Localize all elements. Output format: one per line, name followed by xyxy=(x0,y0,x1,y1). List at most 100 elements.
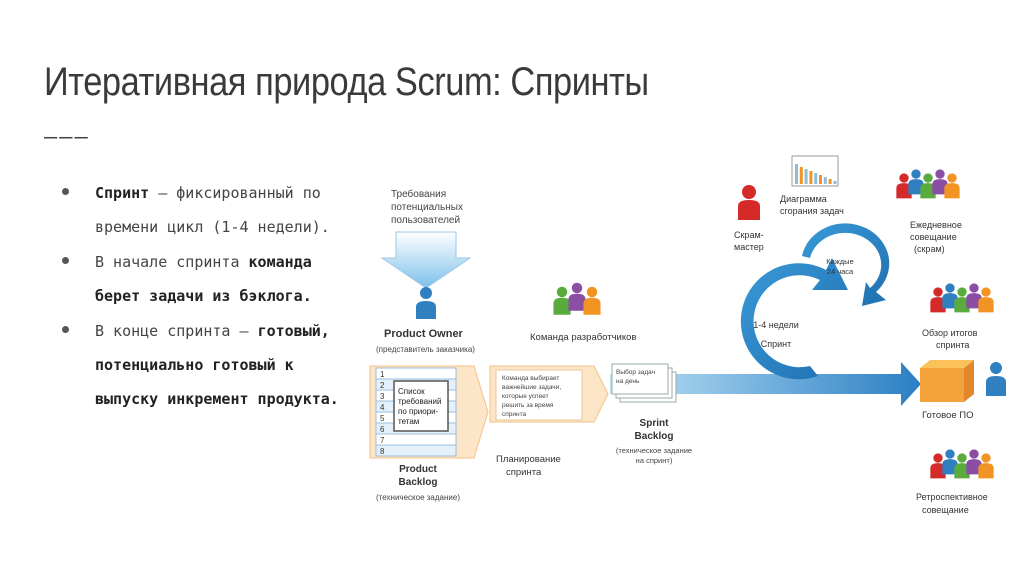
review-figures xyxy=(930,283,994,313)
dev-team-figures xyxy=(553,282,601,315)
svg-text:спринта: спринта xyxy=(936,340,969,350)
person-icon xyxy=(978,287,994,313)
svg-text:спринта: спринта xyxy=(502,411,527,418)
backlog-row-number: 3 xyxy=(380,392,385,401)
burndown-bar xyxy=(795,164,798,184)
svg-text:важнейшие задачи,: важнейшие задачи, xyxy=(502,383,561,391)
person-icon xyxy=(954,287,970,313)
product-owner-mini-figure xyxy=(986,362,1006,396)
svg-text:спринта: спринта xyxy=(506,467,542,478)
person-icon xyxy=(942,449,958,475)
person-icon xyxy=(568,282,586,311)
svg-text:Спринт: Спринт xyxy=(761,339,792,349)
sprint-cycle-arrow xyxy=(740,258,848,380)
svg-text:(техническое задание: (техническое задание xyxy=(616,446,692,455)
backlog-row-number: 4 xyxy=(380,403,385,412)
burndown-bar xyxy=(804,169,808,184)
svg-text:тетам: тетам xyxy=(398,417,419,426)
svg-text:Каждые: Каждые xyxy=(826,257,854,266)
svg-text:Планирование: Планирование xyxy=(496,454,561,465)
svg-text:Ретроспективное: Ретроспективное xyxy=(916,492,988,502)
svg-text:(скрам): (скрам) xyxy=(914,244,945,254)
planning-note xyxy=(495,369,583,421)
sprint-arrow xyxy=(610,362,921,406)
svg-text:Backlog: Backlog xyxy=(635,431,674,442)
person-icon xyxy=(908,169,924,195)
svg-text:Ежедневное: Ежедневное xyxy=(910,220,962,230)
bullet-bold-text: команда берет задачи из бэклога. xyxy=(95,253,312,305)
backlog-card xyxy=(393,380,449,432)
svg-text:Диаграмма: Диаграмма xyxy=(780,194,827,204)
burndown-bar xyxy=(819,175,822,184)
svg-text:Backlog: Backlog xyxy=(399,477,438,488)
burndown-label: Диаграмма сгорания задач xyxy=(780,194,844,216)
daily-cycle-arrow xyxy=(802,223,890,306)
slide-title: Итеративная природа Scrum: Спринты xyxy=(44,60,649,104)
person-icon xyxy=(553,286,571,315)
scrum-master-figure xyxy=(738,185,760,220)
burndown-bar xyxy=(823,177,827,184)
backlog-row-number: 1 xyxy=(380,370,385,379)
sprint-backlog-cards xyxy=(611,363,677,403)
bullet-item: Спринт — фиксированный по времени цикл (… xyxy=(52,176,352,244)
bullet-item: В начале спринта команда берет задачи из… xyxy=(52,245,352,313)
person-icon xyxy=(930,287,946,313)
svg-text:на спринт): на спринт) xyxy=(636,456,673,465)
svg-text:решить за время: решить за время xyxy=(502,402,554,409)
svg-text:Команда выбирает: Команда выбирает xyxy=(502,374,559,382)
sprint-backlog-label: Sprint Backlog xyxy=(635,418,674,442)
product-box-icon xyxy=(920,360,974,402)
svg-text:1-4 недели: 1-4 недели xyxy=(753,320,799,330)
svg-text:Обзор итогов: Обзор итогов xyxy=(922,328,978,338)
backlog-row-number: 7 xyxy=(380,436,385,445)
dev-team-label: Команда разработчиков xyxy=(530,332,636,343)
svg-text:которые успеет: которые успеет xyxy=(502,393,549,400)
bullet-dot xyxy=(62,257,69,264)
product-owner-sub: (представитель заказчика) xyxy=(376,345,475,354)
review-label: Обзор итогов спринта xyxy=(922,328,978,350)
svg-text:24 часа: 24 часа xyxy=(827,267,854,276)
product-label: Готовое ПО xyxy=(922,410,973,421)
burndown-chart-icon xyxy=(791,155,839,187)
daily-meeting-figures xyxy=(896,169,960,199)
backlog-row xyxy=(375,444,457,457)
title-divider: ——— xyxy=(44,125,90,150)
person-icon xyxy=(920,173,936,199)
retro-label: Ретроспективное совещание xyxy=(916,492,988,515)
scrum-diagram: Требования потенциальных пользователей P… xyxy=(369,155,1006,515)
bullet-list: Спринт — фиксированный по времени цикл (… xyxy=(52,176,352,417)
scrum-master-label: Скрам- мастер xyxy=(734,230,764,252)
person-icon xyxy=(966,449,982,475)
daily-meeting-label: Ежедневное совещание (скрам) xyxy=(910,220,962,254)
svg-text:Выбор задач: Выбор задач xyxy=(616,368,655,376)
svg-text:потенциальных: потенциальных xyxy=(391,202,463,213)
svg-text:Скрам-: Скрам- xyxy=(734,230,764,240)
person-icon xyxy=(978,453,994,479)
svg-text:на день: на день xyxy=(616,378,640,385)
bullet-dot xyxy=(62,188,69,195)
sprint-backlog-sub: (техническое задание на спринт) xyxy=(616,446,692,465)
svg-text:пользователей: пользователей xyxy=(391,215,460,226)
person-icon xyxy=(583,286,601,315)
backlog-row-number: 6 xyxy=(380,425,385,434)
svg-text:Product: Product xyxy=(399,464,437,475)
sprint-cycle-label: 1-4 недели Спринт xyxy=(753,320,799,349)
person-icon xyxy=(896,173,912,199)
burndown-bar xyxy=(814,173,818,184)
svg-text:Список: Список xyxy=(398,387,425,396)
product-backlog-label: Product Backlog xyxy=(399,464,438,488)
product-owner-label: Product Owner xyxy=(384,328,464,340)
backlog-row-number: 2 xyxy=(380,381,385,390)
person-icon xyxy=(966,283,982,309)
requirements-label: Требования потенциальных пользователей xyxy=(391,188,463,226)
svg-text:требований: требований xyxy=(398,397,441,406)
backlog-row-number: 5 xyxy=(380,414,385,423)
person-icon xyxy=(932,169,948,195)
backlog-row xyxy=(375,367,457,380)
product-owner-figure xyxy=(416,287,436,319)
retro-figures xyxy=(930,449,994,479)
bullet-dot xyxy=(62,326,69,333)
svg-text:сгорания задач: сгорания задач xyxy=(780,206,844,216)
svg-text:совещание: совещание xyxy=(922,505,969,515)
bullet-text: — фиксированный по времени цикл (1-4 нед… xyxy=(95,184,330,236)
